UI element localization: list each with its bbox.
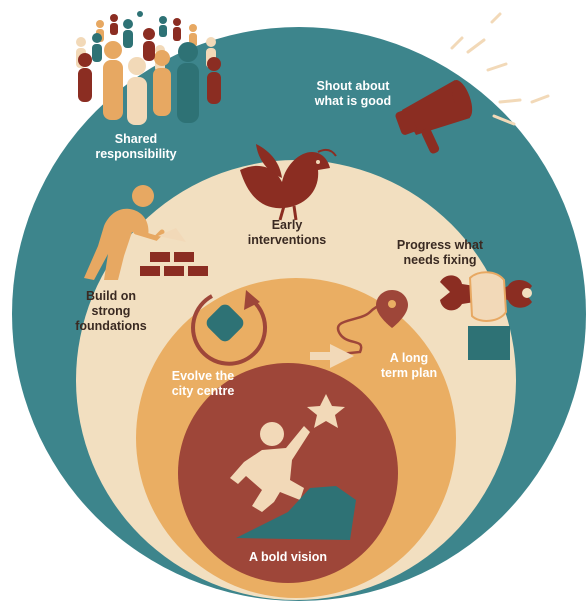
- label-early-interventions: Early interventions: [247, 218, 327, 247]
- label-shared-responsibility: Shared responsibility: [95, 132, 177, 161]
- cycle-icon: [191, 290, 267, 366]
- builder-icon: [84, 185, 208, 280]
- wrench-hand-icon: [440, 271, 532, 360]
- label-long-term-plan: A long term plan: [380, 351, 438, 380]
- label-shout-about: Shout about what is good: [314, 79, 392, 108]
- label-build-foundations: Build on strong foundations: [75, 289, 147, 333]
- bird-icon: [240, 144, 337, 221]
- label-bold-vision: A bold vision: [248, 550, 327, 564]
- label-evolve-city: Evolve the city centre: [171, 369, 235, 398]
- label-progress-fixing: Progress what needs fixing: [396, 238, 484, 267]
- path-pin-icon: [310, 290, 408, 368]
- crowd-icon: [76, 11, 221, 125]
- megaphone-icon: [395, 12, 550, 154]
- climber-star-icon: [230, 394, 356, 540]
